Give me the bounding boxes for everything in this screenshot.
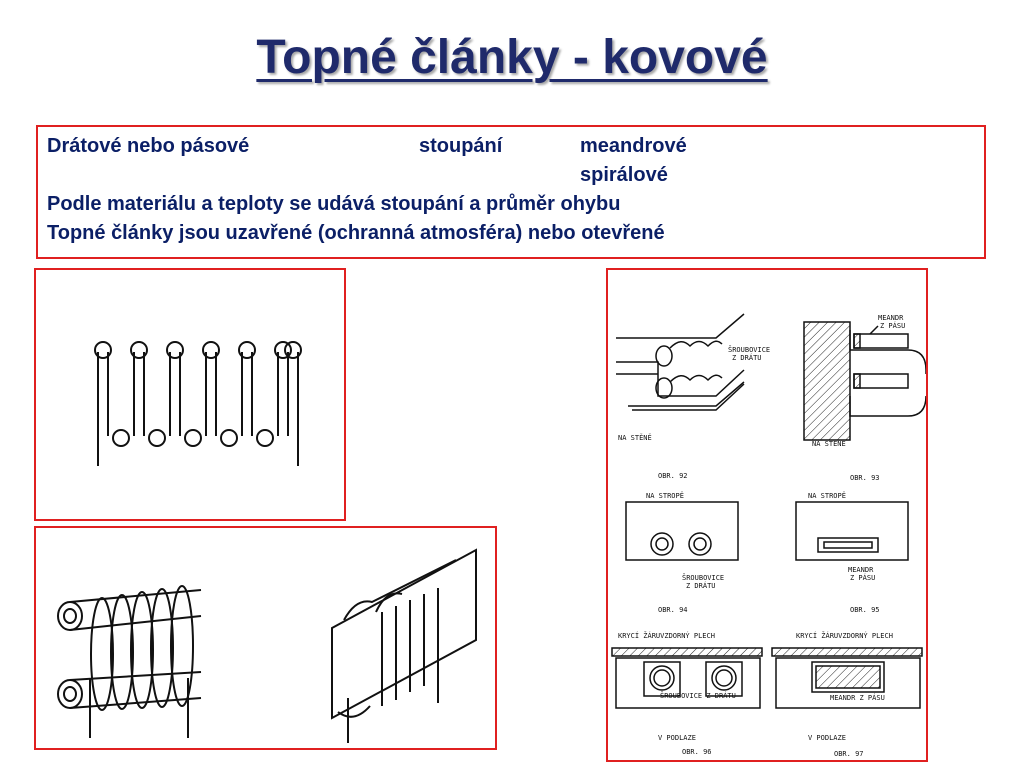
slide-title: Topné články - kovové bbox=[256, 31, 768, 84]
spiral-coil-panel bbox=[34, 526, 497, 750]
label-floor-left: V PODLAZE bbox=[658, 734, 696, 742]
label-spiral-wire-1: ŠROUBOVICE bbox=[728, 345, 770, 354]
label-ceiling-spiral-1: ŠROUBOVICE bbox=[682, 573, 724, 582]
text-line-1-col3: meandrové bbox=[580, 135, 687, 157]
label-meander-strip-2: Z PÁSU bbox=[880, 321, 905, 330]
label-fig92: OBR. 92 bbox=[658, 472, 688, 480]
text-line-1-col2: stoupání bbox=[419, 135, 503, 157]
text-line-4: Topné články jsou uzavřené (ochranná atm… bbox=[47, 219, 984, 248]
label-meander-strip-1: MEANDR bbox=[878, 314, 904, 322]
label-ceiling-left: NA STROPĚ bbox=[646, 491, 684, 500]
meander-wire-panel bbox=[34, 268, 346, 521]
label-spiral-wire-2: Z DRÁTU bbox=[732, 353, 762, 362]
label-ceiling-meander-1: MEANDR bbox=[848, 566, 874, 574]
label-fig95: OBR. 95 bbox=[850, 606, 880, 614]
text-line-2-col3: spirálové bbox=[580, 164, 668, 186]
text-line-4-col1: Topné články jsou uzavřené (ochranná atm… bbox=[47, 222, 665, 244]
meander-wire-drawing bbox=[94, 341, 302, 466]
text-line-3-col1: Podle materiálu a teploty se udává stoup… bbox=[47, 193, 621, 215]
label-wall-right: NA STĚNĚ bbox=[812, 439, 846, 448]
label-wall-left: NA STĚNĚ bbox=[618, 433, 652, 442]
text-line-3: Podle materiálu a teploty se udává stoup… bbox=[47, 190, 984, 219]
label-ceiling-spiral-2: Z DRÁTU bbox=[686, 581, 716, 590]
label-ceiling-meander-2: Z PÁSU bbox=[850, 573, 875, 582]
label-fig93: OBR. 93 bbox=[850, 474, 880, 482]
text-line-1: Drátové nebo pásové stoupání meandrové bbox=[47, 132, 984, 161]
label-cover-right: KRYCÍ ŽÁRUVZDORNÝ PLECH bbox=[796, 631, 893, 640]
installation-diagram: ŠROUBOVICE Z DRÁTU NA STĚNĚ MEANDR Z PÁS… bbox=[611, 313, 927, 758]
label-floor-meander: MEANDR Z PÁSU bbox=[830, 693, 885, 702]
label-fig94: OBR. 94 bbox=[658, 606, 688, 614]
description-box: Drátové nebo pásové stoupání meandrové s… bbox=[36, 125, 986, 259]
label-floor-right: V PODLAZE bbox=[808, 734, 846, 742]
label-fig97: OBR. 97 bbox=[834, 750, 864, 758]
label-floor-spiral: ŠROUBOVICE Z DRÁTU bbox=[660, 691, 736, 700]
label-cover-left: KRYCÍ ŽÁRUVZDORNÝ PLECH bbox=[618, 631, 715, 640]
spiral-coil-drawing bbox=[57, 548, 477, 743]
label-fig96: OBR. 96 bbox=[682, 748, 712, 756]
label-ceiling-right: NA STROPĚ bbox=[808, 491, 846, 500]
text-line-2: spirálové bbox=[47, 161, 984, 190]
text-line-1-col1: Drátové nebo pásové bbox=[47, 135, 250, 157]
installation-diagram-panel: ŠROUBOVICE Z DRÁTU NA STĚNĚ MEANDR Z PÁS… bbox=[606, 268, 928, 762]
